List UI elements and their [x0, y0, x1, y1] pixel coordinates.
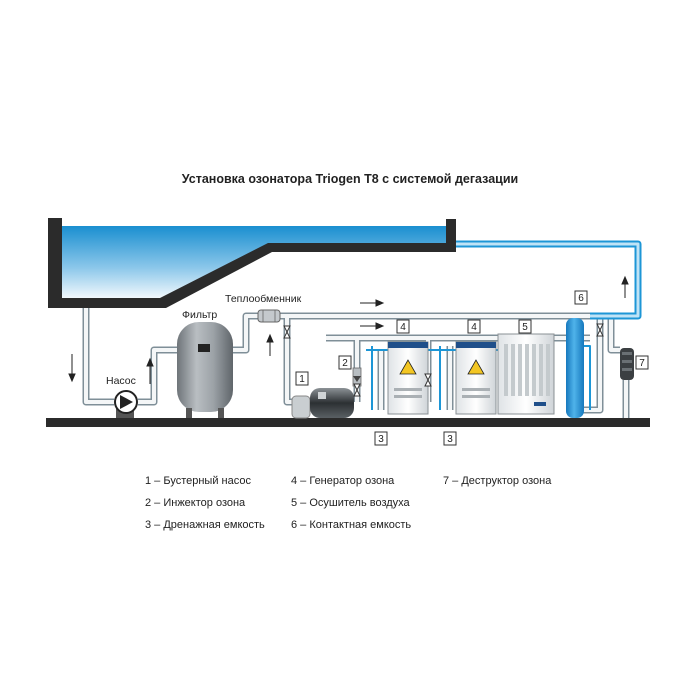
pool-wall [48, 218, 456, 308]
pool [48, 218, 456, 308]
filter-label: Фильтр [182, 309, 217, 321]
flow-arrows [68, 275, 629, 384]
marker-box-5 [518, 319, 532, 334]
marker-box-3b [443, 431, 457, 446]
marker-box-1 [295, 371, 309, 386]
booster-pump [291, 388, 354, 419]
marker-5: 5 [522, 322, 528, 333]
ozone-injector [352, 367, 362, 387]
marker-box-4b [467, 319, 481, 334]
marker-box-4a [396, 319, 410, 334]
legend-item-5: 5 – Осушитель воздуха [291, 497, 410, 509]
air-dryer [497, 333, 555, 415]
legend-item-2: 2 – Инжектор озона [145, 497, 246, 509]
ozone-generator-1 [387, 341, 429, 415]
marker-box-2 [338, 355, 352, 370]
legend-item-4: 4 – Генератор озона [291, 475, 395, 487]
marker-box-7 [635, 355, 649, 370]
diagram-title: Установка озонатора Triogen T8 с системо… [181, 172, 519, 186]
marker-box-3a [374, 431, 388, 446]
ground-line [46, 418, 650, 427]
marker-2: 2 [342, 358, 348, 369]
marker-3b: 3 [447, 434, 453, 445]
legend-item-6: 6 – Контактная емкость [291, 519, 412, 531]
filter-tank [177, 322, 233, 418]
marker-7: 7 [639, 358, 645, 369]
marker-4b: 4 [471, 322, 477, 333]
pool-water [62, 226, 446, 302]
circulation-pump [114, 390, 138, 418]
pump-label: Насос [106, 375, 136, 387]
heat-exchanger [257, 309, 281, 323]
pool-rim-right [446, 219, 456, 241]
ozone-destructor [620, 348, 634, 380]
heat-exchanger-label: Теплообменник [225, 293, 302, 305]
marker-1: 1 [299, 374, 305, 385]
legend-item-3: 3 – Дренажная емкость [145, 519, 265, 531]
valves [283, 323, 604, 397]
component-markers: 1 2 3 3 4 4 5 6 7 [295, 290, 649, 446]
marker-3a: 3 [378, 434, 384, 445]
contact-tank [566, 318, 584, 418]
ozone-generator-2 [455, 341, 497, 415]
legend-item-7: 7 – Деструктор озона [443, 475, 552, 487]
marker-box-6 [574, 290, 588, 305]
marker-4a: 4 [400, 322, 406, 333]
marker-6: 6 [578, 293, 584, 304]
legend-item-1: 1 – Бустерный насос [145, 475, 251, 487]
